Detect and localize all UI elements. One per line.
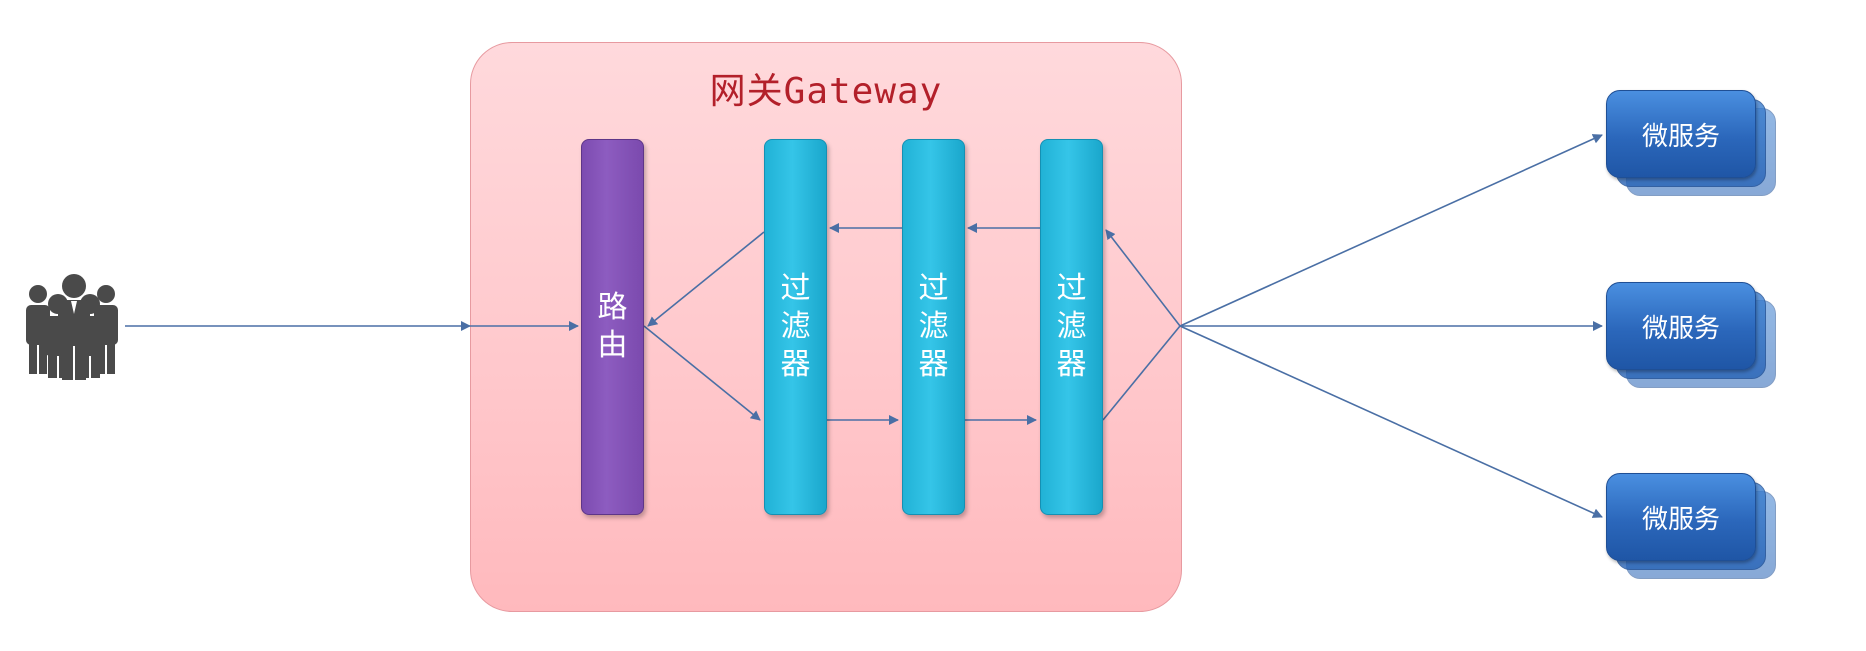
arrow-to-microservice-3 — [1179, 325, 1603, 518]
microservice-stack-3: 微服务 — [1606, 473, 1776, 579]
microservice-stack-2: 微服务 — [1606, 282, 1776, 388]
microservice-card: 微服务 — [1606, 473, 1756, 561]
arrow-router-to-filter-1 — [643, 325, 761, 421]
users-group-icon — [18, 270, 128, 382]
filter-block-1: 过滤器 — [764, 139, 827, 515]
microservice-card: 微服务 — [1606, 282, 1756, 370]
arrow-filter-1-to-router — [647, 231, 765, 327]
gateway-title: 网关Gateway — [709, 71, 943, 112]
router-block: 路由 — [581, 139, 644, 515]
line-filter-3-out — [1102, 325, 1181, 421]
arrow-return-to-filter-3 — [1105, 229, 1181, 327]
filter-label: 过滤器 — [918, 271, 949, 382]
filter-label: 过滤器 — [1056, 271, 1087, 382]
arrow-to-microservice-1 — [1179, 134, 1603, 327]
microservice-card: 微服务 — [1606, 90, 1756, 178]
filter-block-3: 过滤器 — [1040, 139, 1103, 515]
filter-block-2: 过滤器 — [902, 139, 965, 515]
router-label: 路由 — [597, 290, 628, 363]
filter-label: 过滤器 — [780, 271, 811, 382]
microservice-stack-1: 微服务 — [1606, 90, 1776, 196]
